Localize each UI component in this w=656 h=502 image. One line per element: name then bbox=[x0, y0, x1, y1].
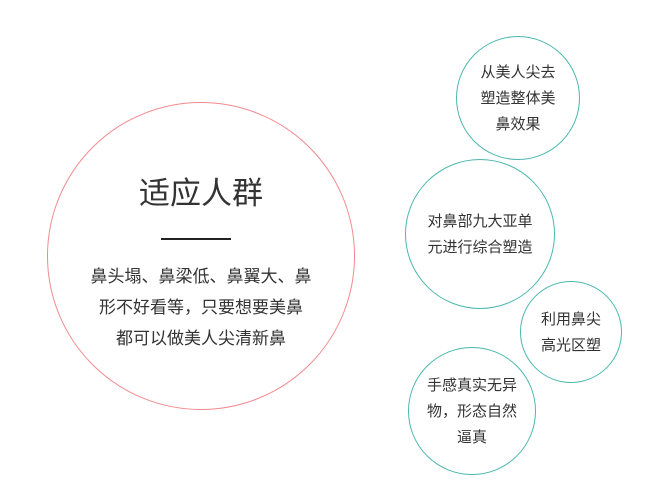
title-divider bbox=[161, 238, 231, 240]
feature-4-line-2: 物，形态自然 bbox=[426, 402, 517, 420]
feature-text-1: 从美人尖去 塑造整体美 鼻效果 bbox=[480, 59, 555, 137]
feature-text-2: 对鼻部九大亚单 元进行综合塑造 bbox=[427, 208, 532, 260]
main-circle bbox=[47, 102, 355, 410]
feature-1-line-1: 从美人尖去 bbox=[480, 63, 556, 81]
feature-1-line-3: 鼻效果 bbox=[495, 115, 541, 133]
feature-text-4: 手感真实无异 物，形态自然 逼真 bbox=[427, 372, 517, 450]
feature-4-line-3: 逼真 bbox=[456, 428, 487, 446]
feature-text-3: 利用鼻尖 高光区塑 bbox=[541, 306, 601, 358]
feature-4-line-1: 手感真实无异 bbox=[426, 376, 517, 394]
description-line-2: 形不好看等，只要想要美鼻 bbox=[99, 298, 303, 318]
feature-1-line-2: 塑造整体美 bbox=[480, 89, 556, 107]
feature-circle-3: 利用鼻尖 高光区塑 bbox=[520, 281, 622, 383]
main-title: 适应人群 bbox=[139, 176, 263, 212]
feature-2-line-2: 元进行综合塑造 bbox=[427, 238, 533, 256]
feature-3-line-2: 高光区塑 bbox=[540, 336, 601, 354]
description-line-3: 都可以做美人尖清新鼻 bbox=[116, 329, 286, 349]
feature-3-line-1: 利用鼻尖 bbox=[540, 310, 601, 328]
feature-2-line-1: 对鼻部九大亚单 bbox=[427, 212, 533, 230]
main-description: 鼻头塌、鼻梁低、鼻翼大、鼻 形不好看等，只要想要美鼻 都可以做美人尖清新鼻 bbox=[55, 262, 347, 355]
feature-circle-4: 手感真实无异 物，形态自然 逼真 bbox=[408, 347, 536, 475]
feature-circle-1: 从美人尖去 塑造整体美 鼻效果 bbox=[456, 36, 580, 160]
feature-circle-2: 对鼻部九大亚单 元进行综合塑造 bbox=[405, 159, 555, 309]
description-line-1: 鼻头塌、鼻梁低、鼻翼大、鼻 bbox=[90, 267, 312, 287]
